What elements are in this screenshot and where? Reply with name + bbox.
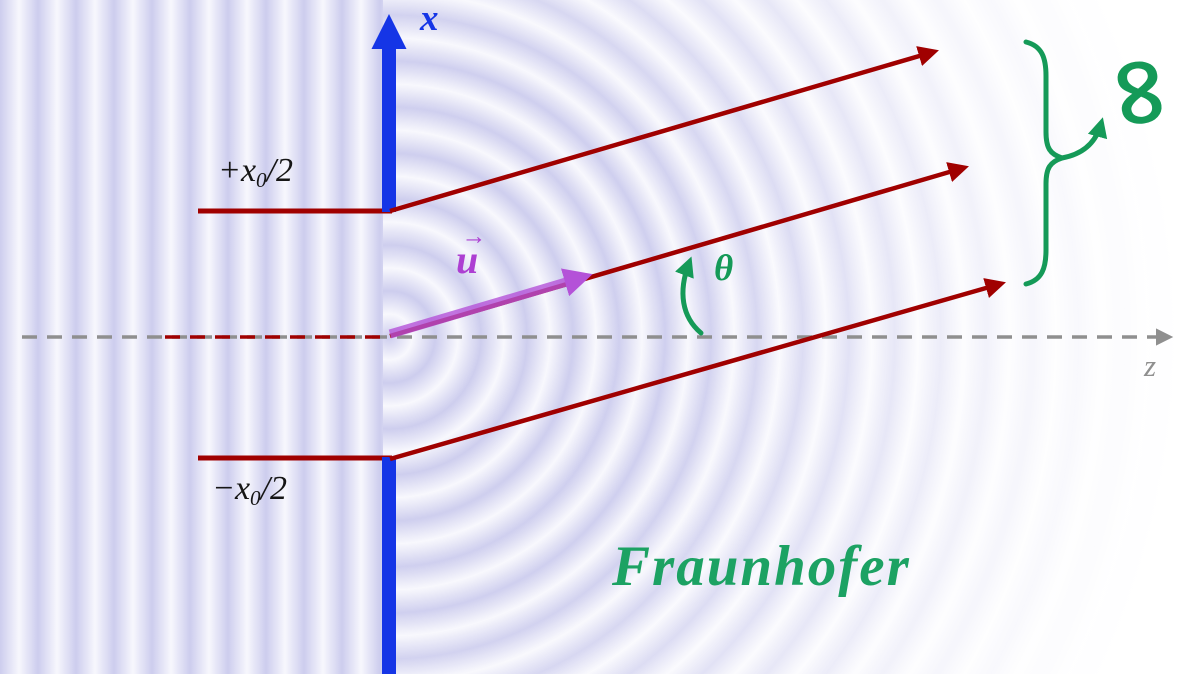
infinity-pointer-arrow	[1059, 117, 1108, 161]
fraunhofer-label: Fraunhofer	[612, 535, 911, 598]
x-axis-label: x	[420, 0, 439, 39]
theta-label: θ	[714, 248, 734, 289]
far-field-brace	[1023, 39, 1065, 287]
infinity-symbol: ∞	[1082, 44, 1200, 140]
vector-hat-arrow: →	[461, 223, 487, 251]
u-vector-label: →u	[456, 223, 487, 282]
diffraction-ripple-region	[383, 0, 1200, 674]
slit-bottom-label: −x0/2	[212, 470, 288, 510]
ray-bottom	[389, 278, 1006, 462]
theta-angle-arrow	[675, 256, 704, 336]
ray-top	[389, 46, 939, 214]
u-vector-arrow	[388, 268, 593, 339]
slit-top-label: +x0/2	[218, 152, 294, 192]
z-axis-label: z	[1144, 348, 1157, 383]
